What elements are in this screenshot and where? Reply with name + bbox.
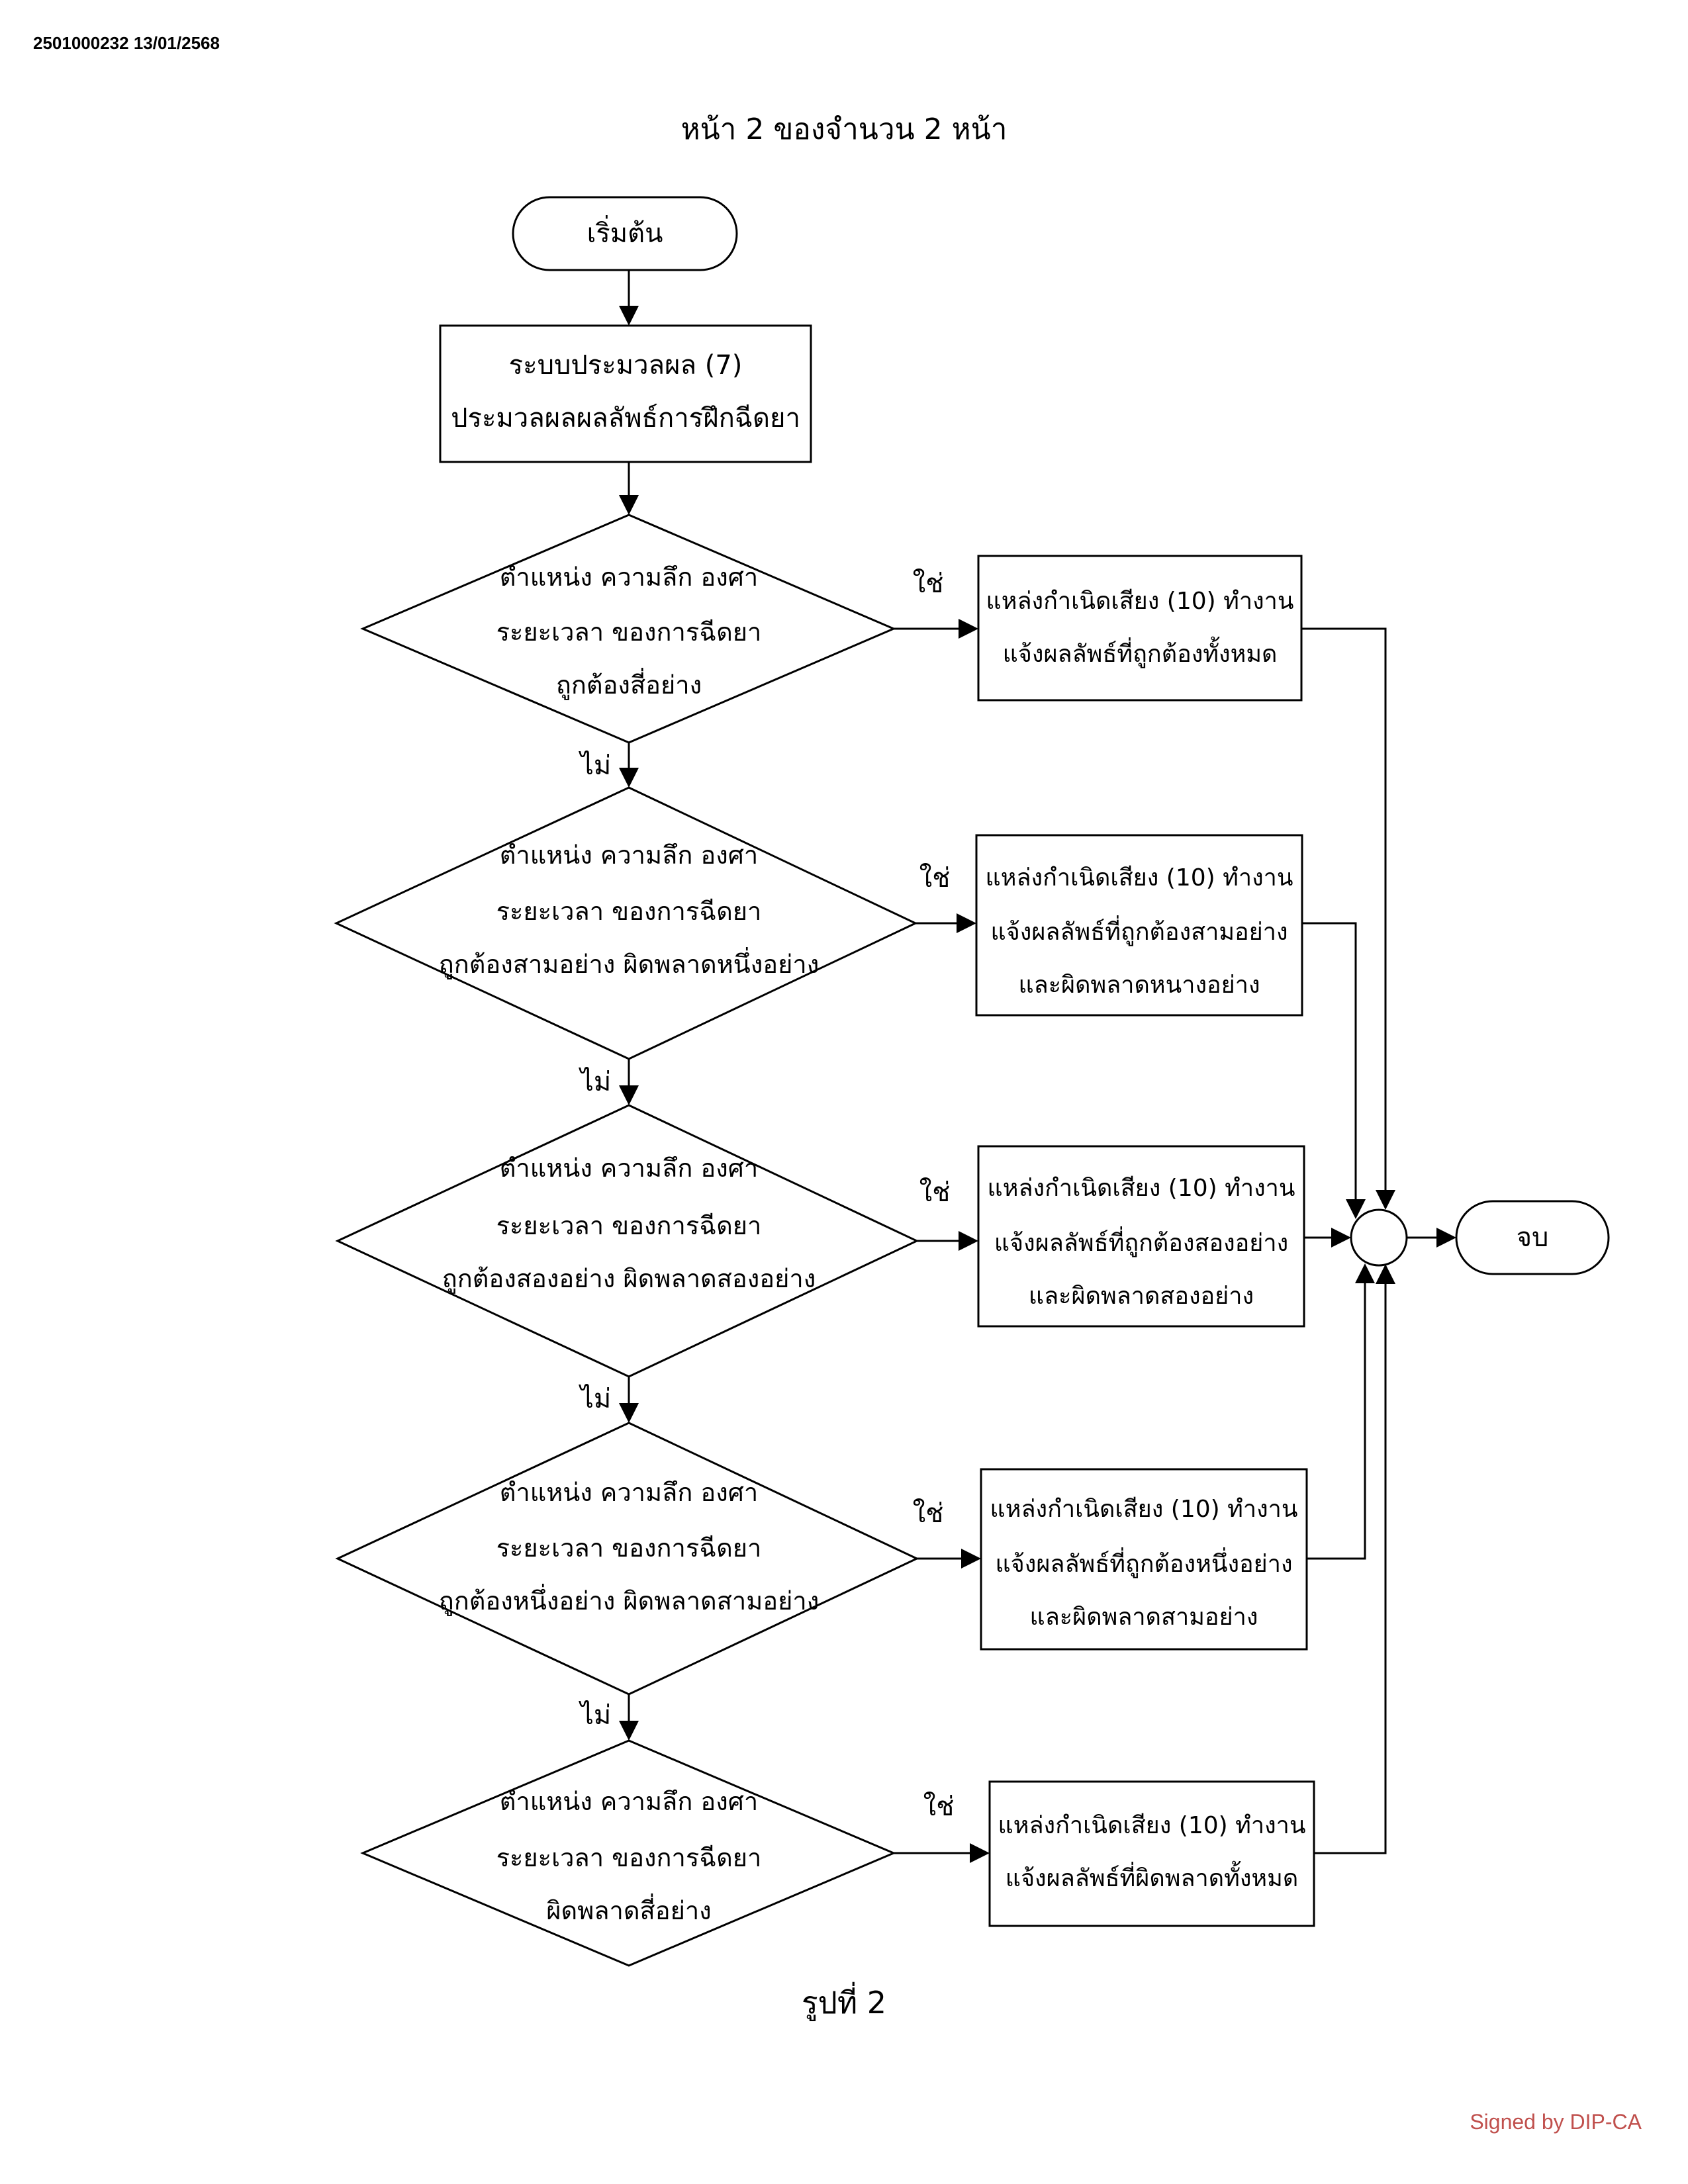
- outcome-node-5: แหล่งกำเนิดเสียง (10) ทำงาน แจ้งผลลัพธ์ท…: [988, 1780, 1315, 1927]
- outcome-3-line-3: และผิดพลาดสองอย่าง: [1029, 1283, 1254, 1310]
- no-label-3: ไม่: [579, 1384, 611, 1414]
- connector-outcome-5-to-merge: [1314, 1264, 1395, 1854]
- decision-node-5: ตำแหน่ง ความลึก องศา ระยะเวลา ของการฉีดย…: [360, 1739, 896, 1967]
- outcome-4-line-1: แหล่งกำเนิดเสียง (10) ทำงาน: [990, 1496, 1298, 1523]
- start-label: เริ่มต้น: [587, 215, 663, 249]
- decision-1-line-2: ระยะเวลา ของการฉีดยา: [496, 617, 762, 647]
- yes-label-2: ใช่: [919, 862, 951, 893]
- page-header: หน้า 2 ของจำนวน 2 หน้า: [680, 113, 1008, 146]
- outcome-3-line-2: แจ้งผลลัพธ์ที่ถูกต้องสองอย่าง: [994, 1226, 1288, 1257]
- no-label-1: ไม่: [579, 751, 611, 781]
- outcome-node-3: แหล่งกำเนิดเสียง (10) ทำงาน แจ้งผลลัพธ์ท…: [977, 1145, 1305, 1328]
- outcome-node-4: แหล่งกำเนิดเสียง (10) ทำงาน แจ้งผลลัพธ์ท…: [980, 1468, 1308, 1651]
- decision-node-4: ตำแหน่ง ความลึก องศา ระยะเวลา ของการฉีดย…: [335, 1422, 919, 1696]
- decision-3-line-1: ตำแหน่ง ความลึก องศา: [500, 1154, 759, 1183]
- figure-caption: รูปที่ 2: [801, 1985, 887, 2021]
- connectors: [619, 270, 1456, 1863]
- decision-4-line-1: ตำแหน่ง ความลึก องศา: [500, 1478, 759, 1507]
- outcome-5-line-1: แหล่งกำเนิดเสียง (10) ทำงาน: [998, 1812, 1306, 1839]
- outcome-2-line-1: แหล่งกำเนิดเสียง (10) ทำงาน: [986, 864, 1293, 891]
- no-label-4: ไม่: [579, 1700, 611, 1731]
- decision-node-1: ตำแหน่ง ความลึก องศา ระยะเวลา ของการฉีดย…: [360, 514, 896, 744]
- decision-5-line-1: ตำแหน่ง ความลึก องศา: [500, 1787, 759, 1816]
- decision-3-line-3: ถูกต้องสองอย่าง ผิดพลาดสองอย่าง: [442, 1264, 816, 1294]
- connector-outcome-4-to-merge: [1307, 1263, 1375, 1560]
- decision-1-line-1: ตำแหน่ง ความลึก องศา: [500, 563, 759, 592]
- outcome-2-line-3: และผิดพลาดหนางอย่าง: [1018, 972, 1260, 999]
- decision-3-line-2: ระยะเวลา ของการฉีดยา: [496, 1211, 762, 1240]
- decision-node-3: ตำแหน่ง ความลึก องศา ระยะเวลา ของการฉีดย…: [335, 1104, 919, 1378]
- connector-outcome-1-to-merge: [1301, 627, 1395, 1210]
- end-node: จบ: [1455, 1200, 1610, 1275]
- decision-2-line-1: ตำแหน่ง ความลึก องศา: [500, 841, 759, 870]
- digital-signature: Signed by DIP-CA: [1470, 2110, 1642, 2134]
- outcome-2-line-2: แจ้งผลลัพธ์ที่ถูกต้องสามอย่าง: [990, 915, 1288, 946]
- outcome-3-line-1: แหล่งกำเนิดเสียง (10) ทำงาน: [988, 1175, 1295, 1202]
- process-line-2: ประมวลผลผลลัพธ์การฝึกฉีดยา: [451, 403, 800, 433]
- merge-connector: [1350, 1208, 1408, 1267]
- no-label-2: ไม่: [579, 1067, 611, 1097]
- decision-2-line-2: ระยะเวลา ของการฉีดยา: [496, 897, 762, 926]
- process-line-1: ระบบประมวลผล (7): [509, 350, 743, 381]
- end-label: จบ: [1517, 1222, 1549, 1253]
- outcome-1-line-1: แหล่งกำเนิดเสียง (10) ทำงาน: [986, 588, 1294, 615]
- connector-outcome-2-to-merge: [1302, 922, 1366, 1219]
- outcome-4-line-2: แจ้งผลลัพธ์ที่ถูกต้องหนึ่งอย่าง: [995, 1547, 1292, 1578]
- start-node: เริ่มต้น: [512, 196, 738, 271]
- process-node: ระบบประมวลผล (7) ประมวลผลผลลัพธ์การฝึกฉี…: [439, 324, 812, 463]
- outcome-5-line-2: แจ้งผลลัพธ์ที่ผิดพลาดทั้งหมด: [1006, 1860, 1299, 1892]
- yes-label-3: ใช่: [919, 1177, 951, 1208]
- decision-4-line-2: ระยะเวลา ของการฉีดยา: [496, 1533, 762, 1563]
- yes-label-4: ใช่: [913, 1498, 944, 1529]
- outcome-4-line-3: และผิดพลาดสามอย่าง: [1030, 1604, 1258, 1631]
- outcome-node-2: แหล่งกำเนิดเสียง (10) ทำงาน แจ้งผลลัพธ์ท…: [975, 834, 1303, 1017]
- decision-2-line-3: ถูกต้องสามอย่าง ผิดพลาดหนึ่งอย่าง: [439, 947, 820, 979]
- outcome-1-line-2: แจ้งผลลัพธ์ที่ถูกต้องทั้งหมด: [1003, 636, 1278, 668]
- decision-5-line-2: ระยะเวลา ของการฉีดยา: [496, 1843, 762, 1872]
- decision-1-line-3: ถูกต้องสี่อย่าง: [556, 668, 702, 700]
- decision-node-2: ตำแหน่ง ความลึก องศา ระยะเวลา ของการฉีดย…: [334, 786, 918, 1060]
- yes-label-1: ใช่: [913, 568, 944, 599]
- document-id: 2501000232 13/01/2568: [33, 33, 220, 53]
- decision-5-line-3: ผิดพลาดสี่อย่าง: [546, 1893, 711, 1925]
- outcome-node-1: แหล่งกำเนิดเสียง (10) ทำงาน แจ้งผลลัพธ์ท…: [977, 555, 1303, 702]
- decision-4-line-3: ถูกต้องหนึ่งอย่าง ผิดพลาดสามอย่าง: [439, 1584, 820, 1616]
- yes-label-5: ใช่: [923, 1791, 955, 1822]
